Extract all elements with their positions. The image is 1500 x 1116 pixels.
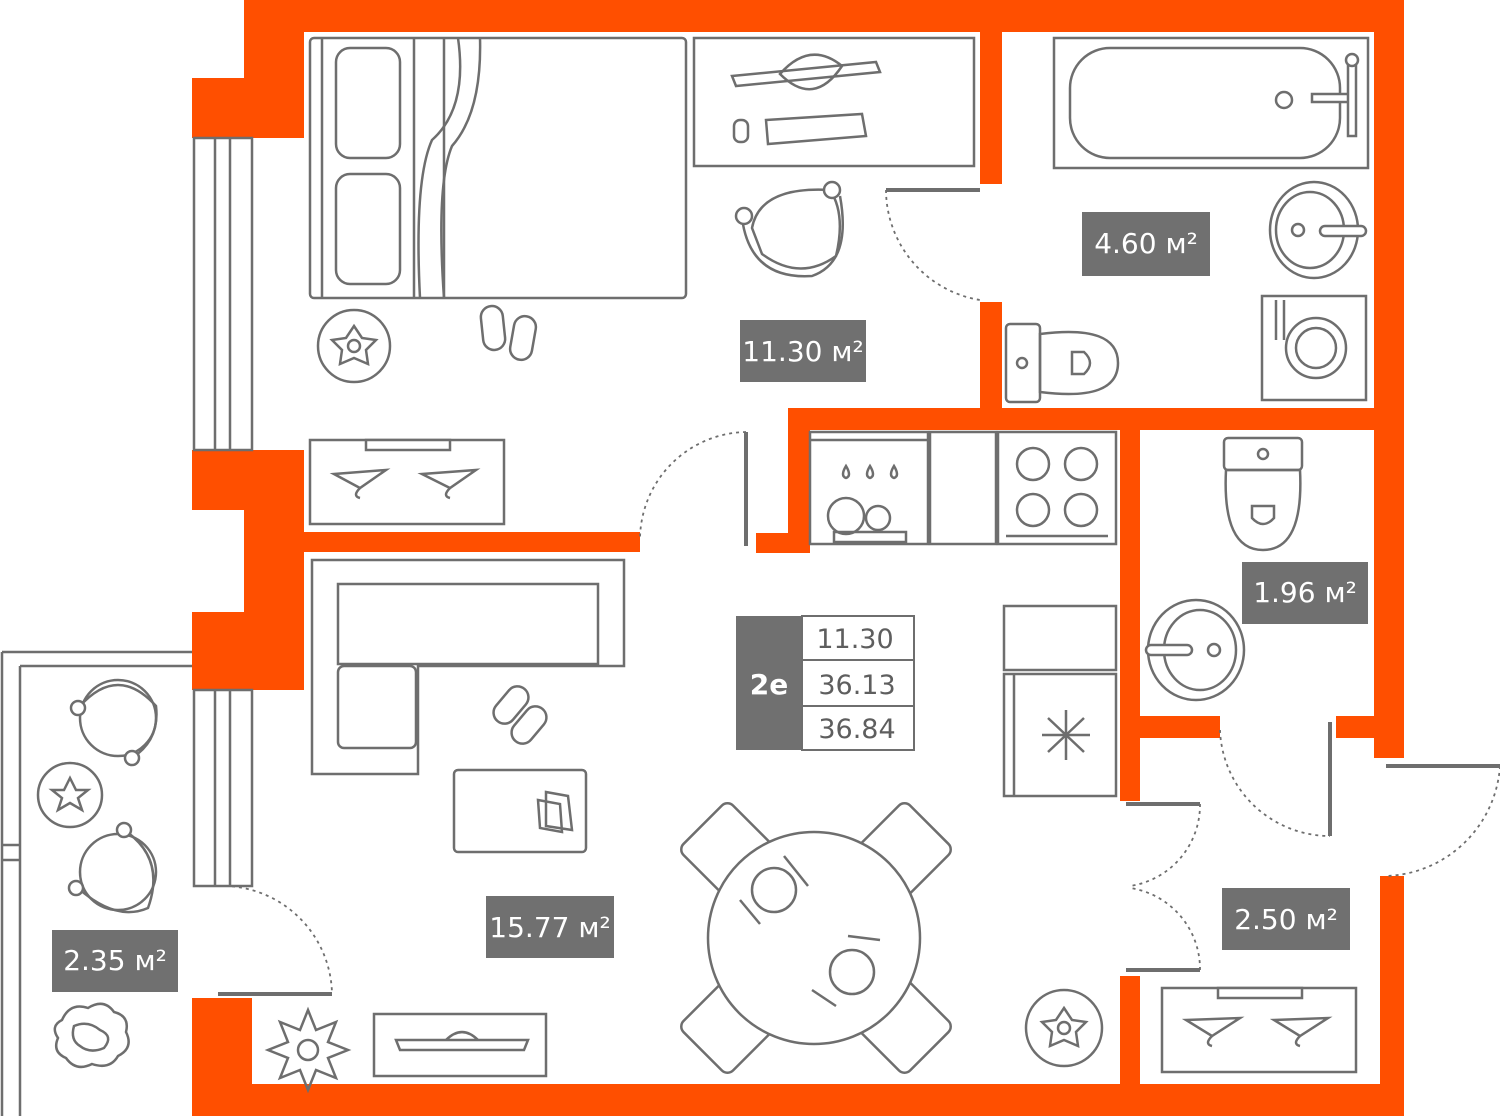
- desk: [692, 36, 976, 168]
- bathroom: [1004, 36, 1370, 404]
- room-area-label-hall: 2.50 м²: [1222, 888, 1350, 950]
- room-area-label-living: 15.77 м²: [486, 896, 614, 958]
- room-area-label-balcony: 2.35 м²: [52, 930, 178, 992]
- room-area-label-bedroom: 11.30 м²: [740, 320, 866, 382]
- slippers-icon: [479, 304, 538, 362]
- doors: [217, 188, 1500, 996]
- hall: [1024, 986, 1358, 1074]
- living-area-text: 15.77 м²: [489, 911, 610, 944]
- living-area-value: 11.30: [816, 624, 893, 655]
- wardrobe: [308, 438, 506, 526]
- balcony-area-text: 2.35 м²: [63, 944, 167, 977]
- dining-table: [680, 802, 952, 1074]
- total-area-value: 36.13: [818, 670, 895, 701]
- sink: [1144, 598, 1246, 702]
- plant-icon: [264, 1006, 352, 1094]
- kitchen: [808, 430, 1118, 798]
- room-area-label-wc: 1.96 м²: [1242, 562, 1368, 624]
- walls: [192, 0, 1404, 1116]
- sink: [1268, 180, 1368, 280]
- wc-area-text: 1.96 м²: [1253, 576, 1357, 609]
- washing-machine: [1260, 294, 1368, 402]
- bush-icon: [53, 1002, 130, 1069]
- room-area-label-bathroom: 4.60 м²: [1082, 212, 1210, 276]
- armchair: [67, 821, 158, 914]
- wardrobe: [1160, 986, 1358, 1074]
- armchair: [69, 678, 158, 767]
- bedroom-area-text: 11.30 м²: [742, 335, 863, 368]
- bedroom: [308, 36, 976, 526]
- plant-icon: [1024, 988, 1104, 1068]
- dishwasher: [808, 430, 930, 546]
- plant-icon: [36, 761, 104, 829]
- apartment-info-table: 2е 11.30 36.13 36.84: [736, 615, 915, 751]
- sofa: [310, 558, 626, 776]
- plant-icon: [316, 308, 392, 384]
- coffee-table: [452, 768, 588, 854]
- toilet: [1004, 322, 1120, 404]
- wc: [1144, 436, 1304, 702]
- tv-stand: [372, 1012, 548, 1078]
- counter: [928, 430, 998, 546]
- chair: [734, 180, 844, 278]
- bathroom-area-text: 4.60 м²: [1094, 227, 1198, 260]
- living-room: [264, 558, 952, 1094]
- slippers-icon: [492, 685, 548, 745]
- balcony: [0, 650, 192, 1116]
- fridge: [1002, 604, 1118, 798]
- stove: [996, 430, 1118, 546]
- bed: [308, 36, 688, 300]
- toilet: [1222, 436, 1304, 552]
- bathtub: [1052, 36, 1370, 170]
- hall-area-text: 2.50 м²: [1234, 903, 1338, 936]
- total-area-with-balcony-value: 36.84: [818, 714, 895, 745]
- windows: [192, 136, 254, 888]
- apartment-type: 2е: [750, 668, 788, 701]
